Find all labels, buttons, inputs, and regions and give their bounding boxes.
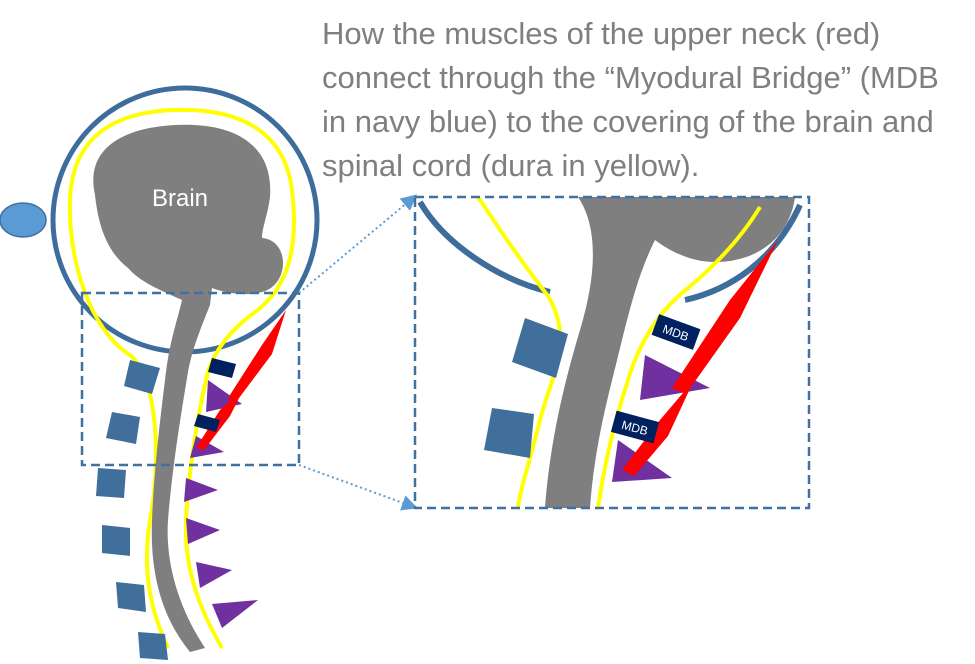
zoom-detail: MDB MDB bbox=[413, 195, 811, 510]
mdb-overview bbox=[194, 414, 220, 432]
zoom-detail-box bbox=[413, 195, 811, 510]
vertebra bbox=[124, 360, 160, 394]
brain-label: Brain bbox=[152, 185, 208, 212]
mdb-label-2: MDB bbox=[620, 418, 649, 438]
vertebrae-overview bbox=[96, 360, 168, 660]
muscle-zoom bbox=[672, 240, 778, 394]
spinous-process bbox=[190, 436, 224, 458]
vertebra bbox=[106, 412, 140, 444]
mdb-bar-1: MDB bbox=[651, 314, 701, 350]
vertebra-zoom bbox=[512, 318, 568, 378]
nose-shape bbox=[0, 202, 47, 238]
vertebra bbox=[96, 468, 126, 498]
caption-line-4: spinal cord (dura in yellow). bbox=[322, 148, 700, 183]
caption-line-1: How the muscles of the upper neck (red) bbox=[322, 16, 881, 51]
vertebra bbox=[102, 525, 130, 556]
muscles-overview bbox=[196, 310, 286, 450]
caption: How the muscles of the upper neck (red) … bbox=[322, 12, 962, 188]
spinous-process-zoom bbox=[640, 355, 710, 400]
spinous-process bbox=[196, 562, 232, 588]
vertebra-zoom bbox=[484, 408, 534, 458]
head-overview: Brain bbox=[0, 85, 320, 660]
mdb-bar-2: MDB bbox=[610, 410, 660, 444]
brain-shape bbox=[93, 124, 283, 652]
spinous-process bbox=[184, 478, 218, 502]
caption-line-2: connect through the “Myodural Bridge” (M… bbox=[322, 60, 939, 95]
zoom-connector-bottom bbox=[298, 464, 418, 511]
spinous-process bbox=[186, 518, 220, 544]
muscle-zoom bbox=[622, 380, 694, 476]
vertebra bbox=[116, 582, 146, 612]
dura-right-line-zoom bbox=[596, 205, 762, 508]
spinous-processes-overview bbox=[184, 380, 258, 628]
vertebra bbox=[138, 632, 168, 660]
zoom-source-box bbox=[80, 291, 301, 467]
spinous-process bbox=[212, 600, 258, 628]
mdb-overview bbox=[208, 358, 236, 378]
dura-left-line bbox=[67, 107, 296, 357]
muscle bbox=[228, 310, 286, 402]
skull-arc-left bbox=[417, 200, 551, 295]
skull-arc-right bbox=[684, 203, 803, 303]
muscle bbox=[196, 388, 244, 450]
dura-right-canal bbox=[183, 310, 257, 650]
caption-line-3: in navy blue) to the covering of the bra… bbox=[322, 104, 934, 139]
brainstem-shape bbox=[545, 197, 795, 508]
